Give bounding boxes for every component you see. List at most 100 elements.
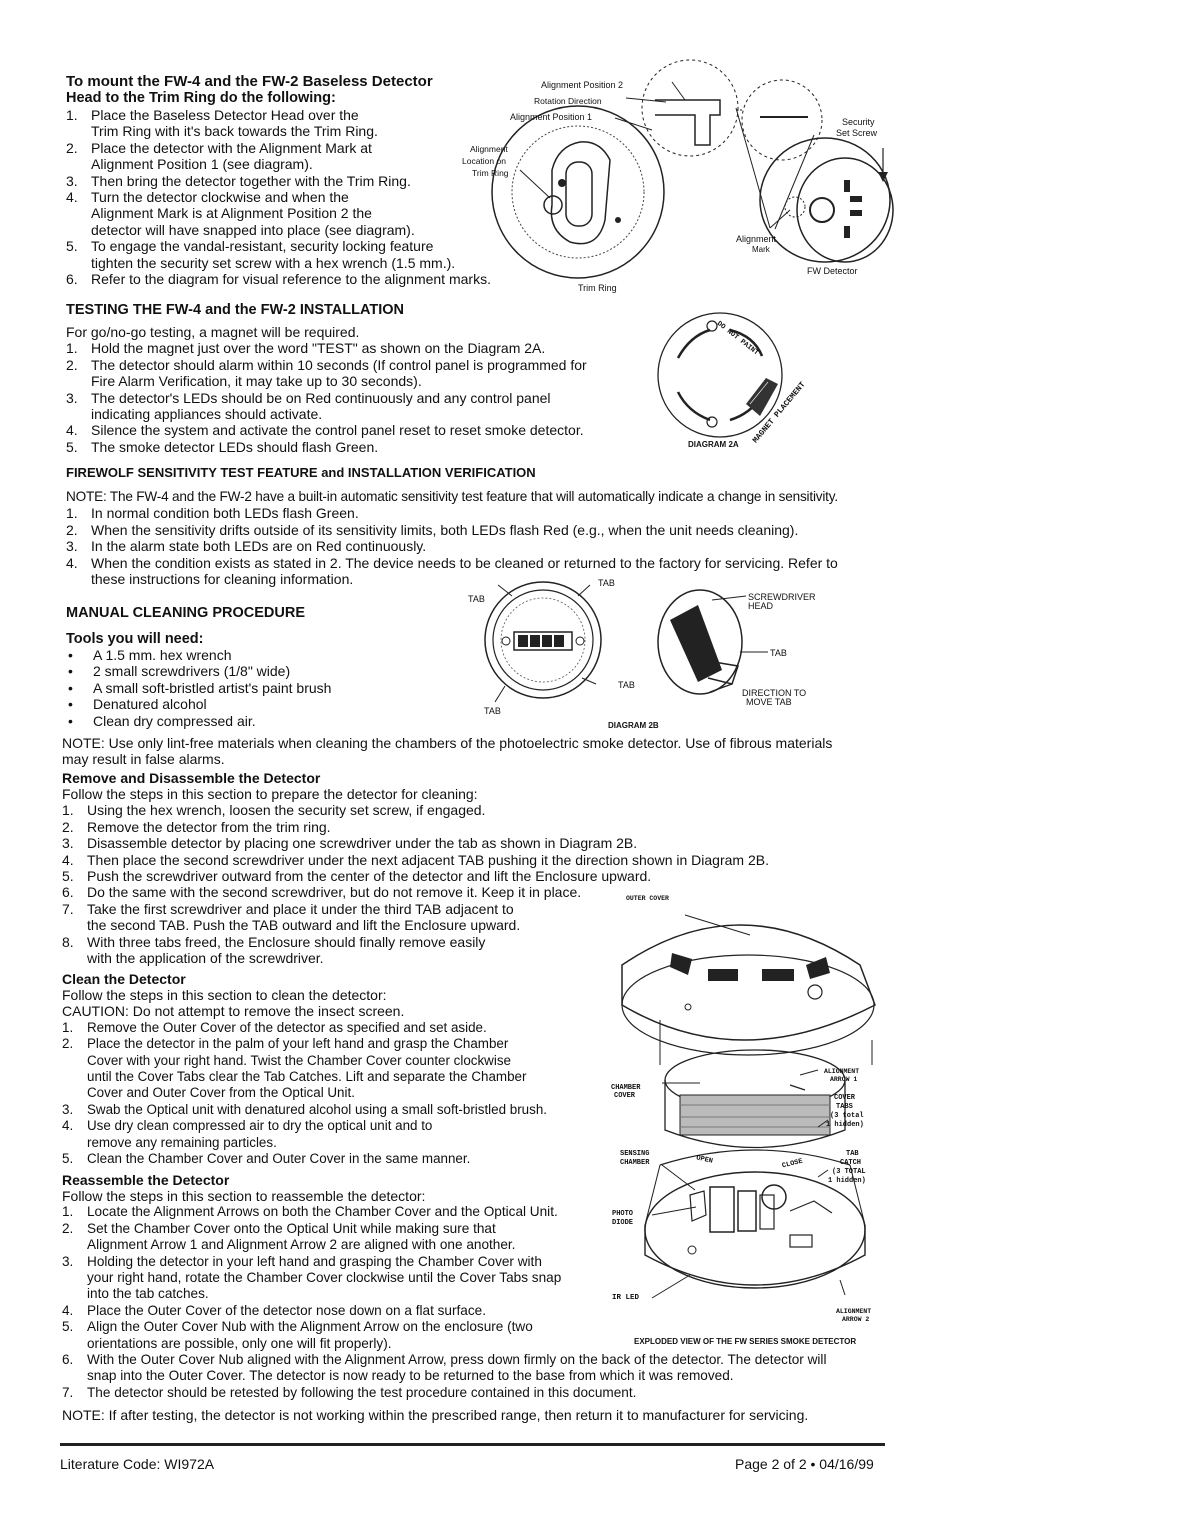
label-alignment-arrow-2a: ALIGNMENT [836,1308,872,1315]
tool-text: 2 small screwdrivers (1/8" wide) [93,663,291,680]
step-line: In normal condition both LEDs flash Gree… [91,505,359,522]
list-item: 1.Using the hex wrench, loosen the secur… [62,802,882,818]
label-2b-tab-screwdriver: TAB [770,648,787,658]
reassemble-note: NOTE: If after testing, the detector is … [62,1407,809,1424]
clean-caution: CAUTION: Do not attempt to remove the in… [62,1003,405,1020]
step-line: To engage the vandal-resistant, security… [91,238,434,255]
list-item: 1. Place the Baseless Detector Head over … [66,107,526,140]
step-text: The detector's LEDs should be on Red con… [91,390,551,423]
step-line: snap into the Outer Cover. The detector … [87,1368,734,1384]
step-text: The detector should be retested by follo… [87,1385,636,1401]
step-line: When the sensitivity drifts outside of i… [91,521,799,538]
clean-section: Clean the Detector Follow the steps in t… [62,971,602,1167]
note-line: NOTE: Use only lint-free materials when … [62,735,833,751]
list-item: 3.The detector's LEDs should be on Red c… [66,390,686,423]
step-text: Align the Outer Cover Nub with the Align… [87,1319,533,1352]
step-text: Place the Baseless Detector Head over th… [91,107,378,140]
step-text: Hold the magnet just over the word "TEST… [91,340,545,356]
step-number: 1. [66,107,78,123]
literature-code: Literature Code: WI972A [60,1456,215,1472]
step-line: into the tab catches. [87,1286,209,1302]
firewolf-steps: 1. In normal condition both LEDs flash Gr… [66,505,886,587]
step-text: Silence the system and activate the cont… [91,422,584,438]
label-fw-detector: FW Detector [807,266,858,276]
step-number: 1. [62,1204,74,1220]
diagram-2a [657,312,783,438]
step-number: 7. [62,1384,74,1400]
tool-item: •A small soft-bristled artist's paint br… [66,680,486,696]
manual-note: NOTE: Use only lint-free materials when … [62,735,892,768]
step-number: 1. [66,505,78,522]
label-exploded-caption: EXPLODED VIEW OF THE FW SERIES SMOKE DET… [634,1337,857,1346]
list-item: 1. In normal condition both LEDs flash Gr… [66,505,886,521]
step-line: Place the Baseless Detector Head over th… [91,107,359,123]
step-text: Disassemble detector by placing one scre… [87,835,637,851]
step-text: In the alarm state both LEDs are on Red … [91,538,426,554]
step-number: 1. [62,1019,74,1035]
tool-text: A 1.5 mm. hex wrench [93,647,232,663]
remove-title: Remove and Disassemble the Detector [62,770,321,786]
step-line: Remove the detector from the trim ring. [87,818,331,835]
list-item: 2. The detector should alarm within 10 se… [66,357,686,390]
step-number: 3. [66,538,78,555]
label-tab-catch-1: TAB [846,1150,859,1158]
step-text: Using the hex wrench, loosen the securit… [87,802,485,818]
list-item: 5.Align the Outer Cover Nub with the Ali… [62,1319,902,1352]
list-item: 2.Remove the detector from the trim ring… [62,819,882,835]
trim-ring-diagram [491,59,894,279]
bullet-icon: • [68,647,73,663]
page-number: Page 2 of 2 • 04/16/99 [735,1456,874,1472]
remove-steps: 1.Using the hex wrench, loosen the secur… [62,802,882,966]
label-outer-cover: OUTER COVER [626,895,669,902]
testing-steps: 1.Hold the magnet just over the word "TE… [66,340,686,455]
label-screwdriver-2: HEAD [748,601,774,611]
label-photo-1: PHOTO [612,1210,634,1218]
list-item: 1.Hold the magnet just over the word "TE… [66,340,686,356]
clean-title: Clean the Detector [62,971,186,987]
label-cover-tabs-2: TABS [836,1103,853,1111]
label-screwdriver-1: SCREWDRIVER [748,592,816,602]
label-diagram-2b: DIAGRAM 2B [608,721,659,730]
exploded-view-diagram [621,914,876,1299]
label-photo-2: DIODE [612,1219,634,1227]
step-text: Remove the Outer Cover of the detector a… [87,1020,487,1036]
step-line: Fire Alarm Verification, it may take up … [91,373,422,390]
step-line: Push the screwdriver outward from the ce… [87,868,652,885]
step-text: Swab the Optical unit with denatured alc… [87,1102,547,1118]
list-item: 3.Disassemble detector by placing one sc… [62,835,882,851]
tool-text: Clean dry compressed air. [93,712,256,729]
step-line: Alignment Arrow 1 and Alignment Arrow 2 … [87,1237,516,1253]
step-text: Set the Chamber Cover onto the Optical U… [87,1221,515,1254]
tool-text: Denatured alcohol [93,696,207,713]
list-item: 2.When the sensitivity drifts outside of… [66,522,886,538]
label-direction-2: MOVE TAB [746,697,792,707]
step-number: 3. [62,1253,74,1269]
label-diagram-2a: DIAGRAM 2A [688,440,739,449]
step-line: The detector should alarm within 10 seco… [91,356,587,373]
tool-item: • A 1.5 mm. hex wrench [66,647,486,663]
mount-title-line-2: Head to the Trim Ring do the following: [66,90,336,106]
tool-item: •2 small screwdrivers (1/8" wide) [66,663,486,679]
reassemble-section: Reassemble the Detector Follow the steps… [62,1172,902,1424]
step-line: Set the Chamber Cover onto the Optical U… [87,1220,496,1236]
list-item: 4.Turn the detector clockwise and when t… [66,189,526,238]
step-line: Cover with your right hand. Twist the Ch… [87,1052,511,1068]
step-line: Clean the Chamber Cover and Outer Cover … [87,1151,471,1167]
step-number: 4. [66,422,78,439]
list-item: 6.Do the same with the second screwdrive… [62,884,882,900]
step-text: To engage the vandal-resistant, security… [91,238,455,271]
label-alignment-location-1: Alignment [470,144,508,154]
bullet-icon: • [68,696,73,713]
step-number: 3. [62,1101,74,1117]
mount-title-line-1: To mount the FW-4 and the FW-2 Baseless … [66,73,433,90]
label-rotation-direction: Rotation Direction [534,96,602,106]
step-line: Alignment Position 1 (see diagram). [91,156,313,173]
mount-section: To mount the FW-4 and the FW-2 Baseless … [66,73,526,288]
step-number: 4. [62,851,74,868]
step-number: 2. [66,356,78,373]
step-number: 5. [62,868,74,885]
step-number: 6. [62,1352,74,1368]
step-line: Remove the Outer Cover of the detector a… [87,1019,487,1035]
label-alignment-mark-1: Alignment [736,234,777,244]
